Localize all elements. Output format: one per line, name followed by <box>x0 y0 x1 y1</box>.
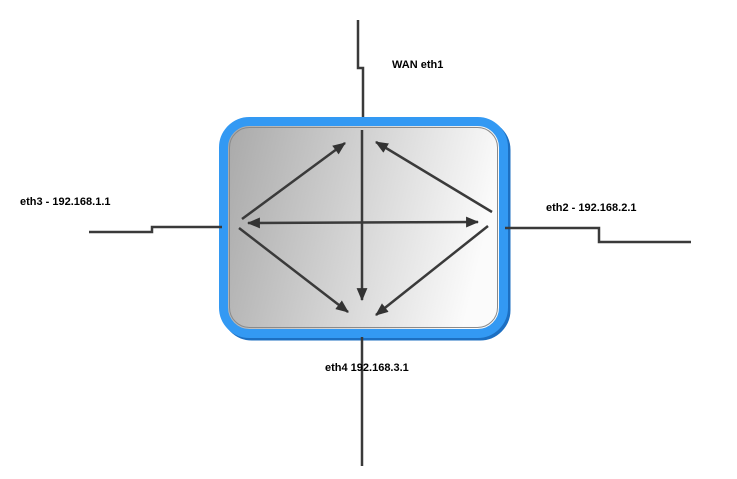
interface-label-eth4: eth4 192.168.3.1 <box>325 362 409 374</box>
arrow-eth3-to-eth1 <box>241 141 346 221</box>
connector-lines <box>89 20 691 466</box>
arrow-eth2-to-eth1 <box>375 140 493 214</box>
interface-label-eth2: eth2 - 192.168.2.1 <box>546 202 637 214</box>
router-box-body <box>219 117 508 338</box>
internal-arrows <box>238 130 493 316</box>
router-box <box>219 117 511 341</box>
arrow-eth2-to-eth4 <box>375 225 489 316</box>
arrow-eth3-to-eth4 <box>238 227 349 313</box>
connector-wan-eth1 <box>356 20 365 117</box>
connector-eth3 <box>89 225 222 234</box>
router-box-inner-line <box>229 127 498 328</box>
arrow-eth3-eth2-bidirectional <box>246 216 480 229</box>
interface-label-wan-eth1: WAN eth1 <box>392 59 444 71</box>
interface-label-eth3: eth3 - 192.168.1.1 <box>20 196 111 208</box>
connector-eth2 <box>505 226 691 244</box>
